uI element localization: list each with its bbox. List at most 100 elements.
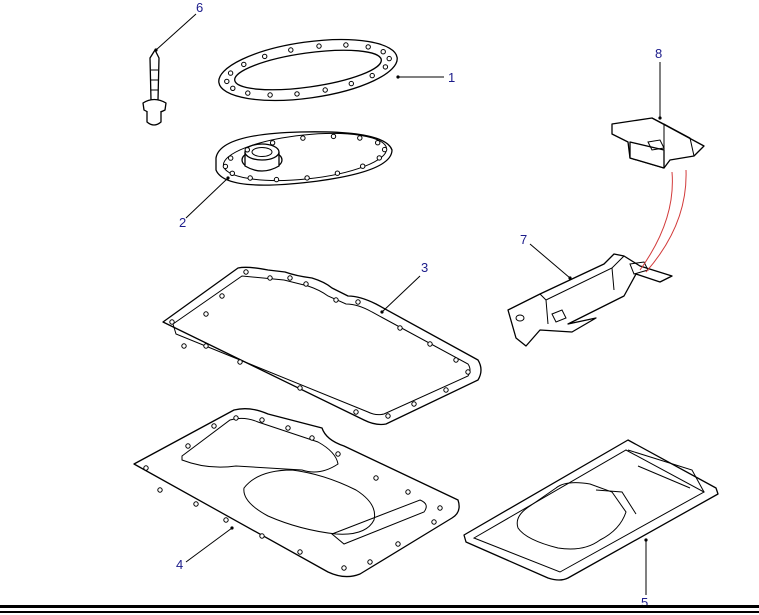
bolt-hole xyxy=(303,281,309,287)
bolt-hole xyxy=(357,135,363,141)
bolt-hole xyxy=(443,387,449,393)
leader-2 xyxy=(185,177,229,219)
part-2-filler-plate xyxy=(215,131,393,186)
leader-7 xyxy=(529,243,571,279)
callout-1: 1 xyxy=(448,70,455,85)
callout-labels: 1 2 3 4 5 6 7 8 xyxy=(176,0,662,610)
part-1-oval-gasket xyxy=(218,38,398,102)
bolt-hole xyxy=(437,505,443,511)
bolt-hole xyxy=(405,489,411,495)
bolt-hole xyxy=(334,170,341,176)
leader-3 xyxy=(381,275,421,313)
callout-8: 8 xyxy=(655,46,662,61)
bolt-hole xyxy=(316,43,322,49)
bolt-hole xyxy=(224,78,230,85)
bolt-hole xyxy=(297,549,303,555)
part-4-baffle-plate xyxy=(133,408,460,578)
bolt-hole xyxy=(381,146,388,153)
bolt-hole xyxy=(143,465,149,471)
bolt-hole xyxy=(181,343,187,349)
bolt-hole xyxy=(203,311,209,317)
bolt-hole xyxy=(267,92,273,98)
bolt-hole xyxy=(169,319,175,325)
bolt-hole xyxy=(294,91,300,97)
bolt-hole xyxy=(309,435,315,441)
bolt-hole xyxy=(157,487,163,493)
gasket-1-bolt-holes xyxy=(224,42,392,98)
bolt-hole xyxy=(203,343,209,349)
part-6-rivet xyxy=(142,49,167,126)
bottom-rule xyxy=(0,605,759,613)
bolt-hole xyxy=(353,409,359,415)
callout-2: 2 xyxy=(179,215,186,230)
bolt-hole xyxy=(273,176,280,183)
part-3-sump-gasket xyxy=(162,266,482,426)
bolt-hole xyxy=(341,565,347,571)
bolt-hole xyxy=(229,170,236,177)
bolt-hole xyxy=(227,70,234,76)
bolt-hole xyxy=(304,175,310,181)
bolt-hole xyxy=(395,541,401,547)
bolt-hole xyxy=(376,155,382,161)
bolt-hole xyxy=(385,413,391,419)
bolt-hole xyxy=(259,417,265,423)
bolt-hole xyxy=(269,140,276,146)
bolt-hole xyxy=(297,385,303,391)
part-8-clip xyxy=(611,117,705,169)
bolt-hole xyxy=(355,299,361,305)
part-5-sump-tray xyxy=(463,439,719,581)
bolt-hole xyxy=(259,533,265,539)
callout-6: 6 xyxy=(196,0,203,15)
bolt-hole xyxy=(348,80,354,87)
bolt-hole xyxy=(431,519,437,525)
bolt-hole xyxy=(223,517,229,523)
bolt-hole xyxy=(360,163,366,169)
leader-lines xyxy=(154,13,662,595)
bolt-hole xyxy=(330,133,337,140)
bolt-hole xyxy=(373,475,379,481)
callout-5: 5 xyxy=(641,595,648,610)
bolt-hole xyxy=(465,369,471,375)
bolt-hole xyxy=(243,269,249,275)
bolt-hole xyxy=(300,135,306,141)
bolt-hole xyxy=(237,359,243,365)
part-7-bracket xyxy=(507,253,673,347)
bolt-hole xyxy=(211,423,217,429)
bolt-hole xyxy=(228,155,234,161)
bolt-hole xyxy=(262,53,268,60)
bolt-hole xyxy=(193,501,199,507)
bolt-hole xyxy=(343,42,349,48)
bolt-hole xyxy=(322,87,328,93)
bolt-hole xyxy=(230,85,236,92)
bolt-hole xyxy=(382,64,389,70)
callout-3: 3 xyxy=(421,260,428,275)
leader-6 xyxy=(155,13,197,51)
bolt-hole xyxy=(267,275,273,281)
bolt-hole xyxy=(222,163,229,170)
callout-4: 4 xyxy=(176,557,183,572)
bolt-hole xyxy=(285,425,291,431)
bolt-hole xyxy=(369,72,375,79)
plate-4-bolt-holes xyxy=(143,415,443,571)
bolt-hole xyxy=(287,275,293,281)
bolt-hole xyxy=(333,297,339,303)
bolt-hole xyxy=(241,61,247,68)
bolt-hole xyxy=(397,325,403,331)
bolt-hole xyxy=(244,147,251,153)
bolt-hole xyxy=(386,55,392,62)
clip-to-bracket-connector xyxy=(639,169,687,273)
plate-2-bolt-holes xyxy=(222,133,388,183)
bolt-hole xyxy=(247,175,253,181)
bolt-hole xyxy=(453,357,459,363)
bolt-hole xyxy=(427,341,433,347)
bolt-hole xyxy=(365,44,371,50)
gasket-3-bolt-holes xyxy=(169,269,471,419)
bolt-hole xyxy=(219,293,225,299)
callout-7: 7 xyxy=(520,232,527,247)
bolt-hole xyxy=(411,401,417,407)
bolt-hole xyxy=(380,49,386,55)
bolt-hole xyxy=(367,559,373,565)
bolt-hole xyxy=(375,140,381,146)
bolt-hole xyxy=(335,451,341,457)
